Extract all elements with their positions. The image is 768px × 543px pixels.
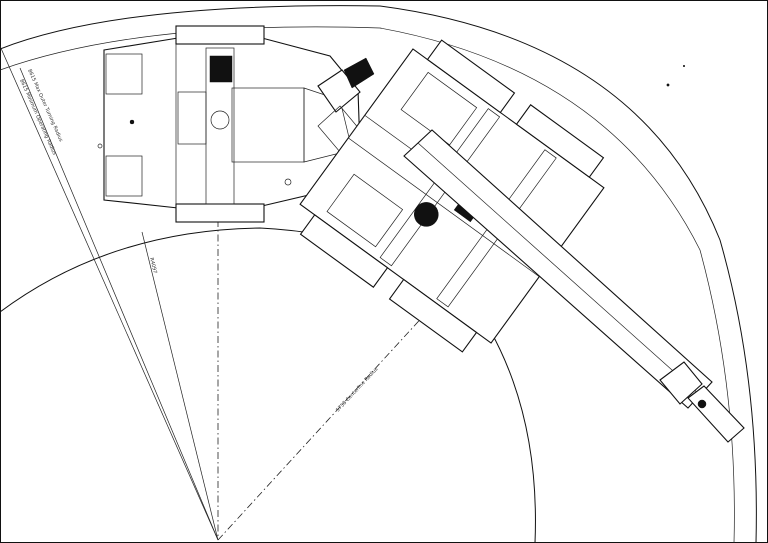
boom-tool-holder [687,385,745,443]
rear-left-tire [175,25,265,45]
front-left-tire-a [426,39,516,114]
rear-left-panel [105,53,143,95]
point-mark-b [682,64,686,68]
radius-line-r4097 [141,231,219,541]
centerline-radius-label: 5758 Centerline Radius [335,366,380,413]
centerline-radius-line [217,299,439,541]
rear-fitting-b [284,178,292,186]
rear-right-panel [105,155,143,197]
front-cab-window-b [326,173,404,248]
radius-lines [0,45,439,541]
point-mark-a [666,83,670,87]
boom-head-bracket [659,361,703,405]
radius-line-min [19,67,219,541]
rear-fitting-c [97,143,103,149]
front-right-tire-a [299,214,389,288]
rear-pivot-joint [210,110,230,130]
rear-right-tire [175,203,265,223]
drill-boom [403,129,745,443]
outer-turning-arc [0,5,757,543]
rear-engine-block [209,55,233,83]
front-pump-unit [414,202,439,227]
articulation-joint [317,57,375,153]
front-cab-window-a [400,71,478,146]
outer-turning-arc-inner [0,26,735,543]
front-left-tire-b [515,104,605,178]
r4097-label: R4097 [148,257,158,274]
boom-tip-fitting [697,399,707,409]
rear-fitting-a [129,119,135,125]
rear-cab-panel [177,91,207,145]
radius-line-outer [0,45,219,541]
articulation-cylinder [343,57,375,89]
front-right-tire-b [388,278,478,353]
boom-centerline [417,142,701,396]
